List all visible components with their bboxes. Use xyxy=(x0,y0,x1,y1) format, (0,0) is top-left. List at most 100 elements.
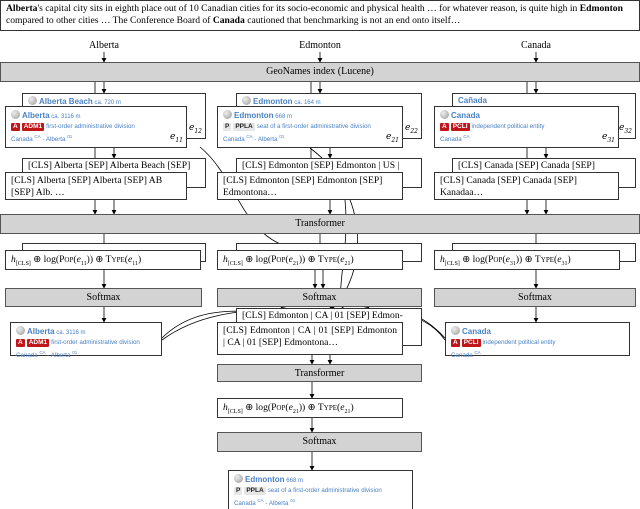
entity-id: 11 xyxy=(80,260,87,267)
admin1-code: 01 xyxy=(279,134,285,139)
candidate-name: Canada xyxy=(451,111,480,120)
admin1: Alberta xyxy=(45,136,66,144)
country-code: CA xyxy=(474,350,481,355)
country: Canada xyxy=(11,136,33,144)
candidate-name: Edmonton xyxy=(234,111,274,120)
wikipedia-globe-icon xyxy=(11,110,20,119)
softmax-final: Softmax xyxy=(217,432,422,452)
admin1-code: 01 xyxy=(67,134,73,139)
feature-box-e31: h[CLS] ⊕ log(POP(e31)) ⊕ TYPE(e31) xyxy=(434,250,620,270)
feature-class-badge: A xyxy=(16,339,25,347)
country-code: CA xyxy=(34,134,41,139)
entity-id: e22 xyxy=(405,123,418,135)
country: Canada xyxy=(440,136,462,144)
softmax-alberta: Softmax xyxy=(5,288,202,307)
softmax-edmonton: Softmax xyxy=(217,288,422,307)
feature-class-badge: A xyxy=(11,123,20,131)
feature-box-e21: h[CLS] ⊕ log(POP(e21)) ⊕ TYPE(e21) xyxy=(217,250,403,270)
feature-description: first-order administrative division xyxy=(51,339,140,346)
entity-id: e12 xyxy=(189,123,202,135)
candidate-name: Alberta Beach xyxy=(39,97,93,106)
feature-code-badge: PCLI xyxy=(450,123,470,131)
candidate-name: Alberta xyxy=(22,111,50,120)
admin1-code: 01 xyxy=(290,498,296,503)
feature-code-badge: ADM1 xyxy=(26,339,50,347)
context-text: compared to other cities … The Conferenc… xyxy=(6,15,213,26)
wikipedia-globe-icon xyxy=(451,326,460,335)
feature-class-badge: A xyxy=(451,339,460,347)
candidate-name: Edmonton xyxy=(253,97,293,106)
feature-box-e11: h[CLS] ⊕ log(POP(e11)) ⊕ TYPE(e11) xyxy=(5,250,201,270)
country: Canada xyxy=(234,500,256,508)
candidate-elevation: ca. 3116 m xyxy=(56,330,86,336)
mention-highlight-edmonton: Edmonton xyxy=(579,3,623,14)
feature-code-badge: PPLA xyxy=(244,487,266,495)
candidate-elevation: 668 m xyxy=(275,114,292,120)
mention-highlight-alberta: Alberta xyxy=(6,3,38,14)
candidate-elevation: ca. 164 m xyxy=(294,100,321,106)
feature-box-joint: h[CLS] ⊕ log(POP(e21)) ⊕ TYPE(e21) xyxy=(217,398,403,418)
feature-class-badge: P xyxy=(223,123,232,131)
country: Canada xyxy=(223,136,245,144)
admin1: Alberta xyxy=(268,500,289,508)
country-code: CA xyxy=(463,134,470,139)
transformer-bar: Transformer xyxy=(0,214,640,234)
wikipedia-globe-icon xyxy=(223,110,232,119)
joint-input-text: [CLS] Edmonton | CA | 01 [SEP] Edmonton … xyxy=(217,322,403,355)
candidate-elevation: ca. 3116 m xyxy=(51,114,81,120)
country-code: CA xyxy=(257,498,264,503)
feature-description: independent political entity xyxy=(482,339,556,346)
mention-highlight-canada: Canada xyxy=(212,15,245,26)
wikipedia-globe-icon xyxy=(16,326,25,335)
geonames-index-bar: GeoNames index (Lucene) xyxy=(0,62,640,82)
input-text-e11: [CLS] Alberta [SEP] Alberta [SEP] AB [SE… xyxy=(5,172,187,200)
feature-description: independent political entity xyxy=(471,123,545,130)
entity-id: e31 xyxy=(602,132,615,144)
candidate-name: Edmonton xyxy=(245,475,285,484)
feature-class-badge: P xyxy=(234,487,243,495)
country: Canada xyxy=(16,352,38,360)
admin1: Alberta xyxy=(50,352,71,360)
entity-id: e11 xyxy=(170,132,183,144)
country: Canada xyxy=(451,352,473,360)
country-code: CA xyxy=(246,134,253,139)
candidate-name: Alberta xyxy=(27,327,55,336)
entity-id: e21 xyxy=(386,132,399,144)
feature-code-badge: PPLA xyxy=(233,123,255,131)
mention-edmonton: Edmonton xyxy=(299,40,341,51)
feature-description: seat of a first-order administrative div… xyxy=(267,487,382,494)
softmax-canada: Softmax xyxy=(434,288,636,307)
wikipedia-globe-icon xyxy=(28,96,37,105)
entity-id: 31 xyxy=(509,260,516,267)
feature-class-badge: A xyxy=(440,123,449,131)
candidate-name: Cañada xyxy=(458,96,487,105)
entity-id: 21 xyxy=(292,260,299,267)
admin1: Alberta xyxy=(257,136,278,144)
feature-code-badge: ADM1 xyxy=(21,123,45,131)
feature-code-badge: PCLI xyxy=(461,339,481,347)
feature-description: seat of a first-order administrative div… xyxy=(256,123,371,130)
mention-canada: Canada xyxy=(521,40,551,51)
admin1-code: 01 xyxy=(72,350,78,355)
context-text: 's capital city sits in eighth place out… xyxy=(37,3,580,14)
input-text-e31: [CLS] Canada [SEP] Canada [SEP] Kanadaa… xyxy=(434,172,619,200)
candidate-name: Canada xyxy=(462,327,491,336)
candidate-elevation: 668 m xyxy=(286,478,303,484)
entity-id: e32 xyxy=(619,123,632,135)
input-text-e21: [CLS] Edmonton [SEP] Edmonton [SEP] Edmo… xyxy=(217,172,403,200)
mention-alberta: Alberta xyxy=(89,40,119,51)
wikipedia-globe-icon xyxy=(242,96,251,105)
country-code: CA xyxy=(39,350,46,355)
feature-description: first-order administrative division xyxy=(46,123,135,130)
wikipedia-globe-icon xyxy=(234,474,243,483)
transformer-second: Transformer xyxy=(217,364,422,382)
candidate-elevation: ca. 720 m xyxy=(94,100,121,106)
context-document: Alberta's capital city sits in eighth pl… xyxy=(0,0,640,31)
